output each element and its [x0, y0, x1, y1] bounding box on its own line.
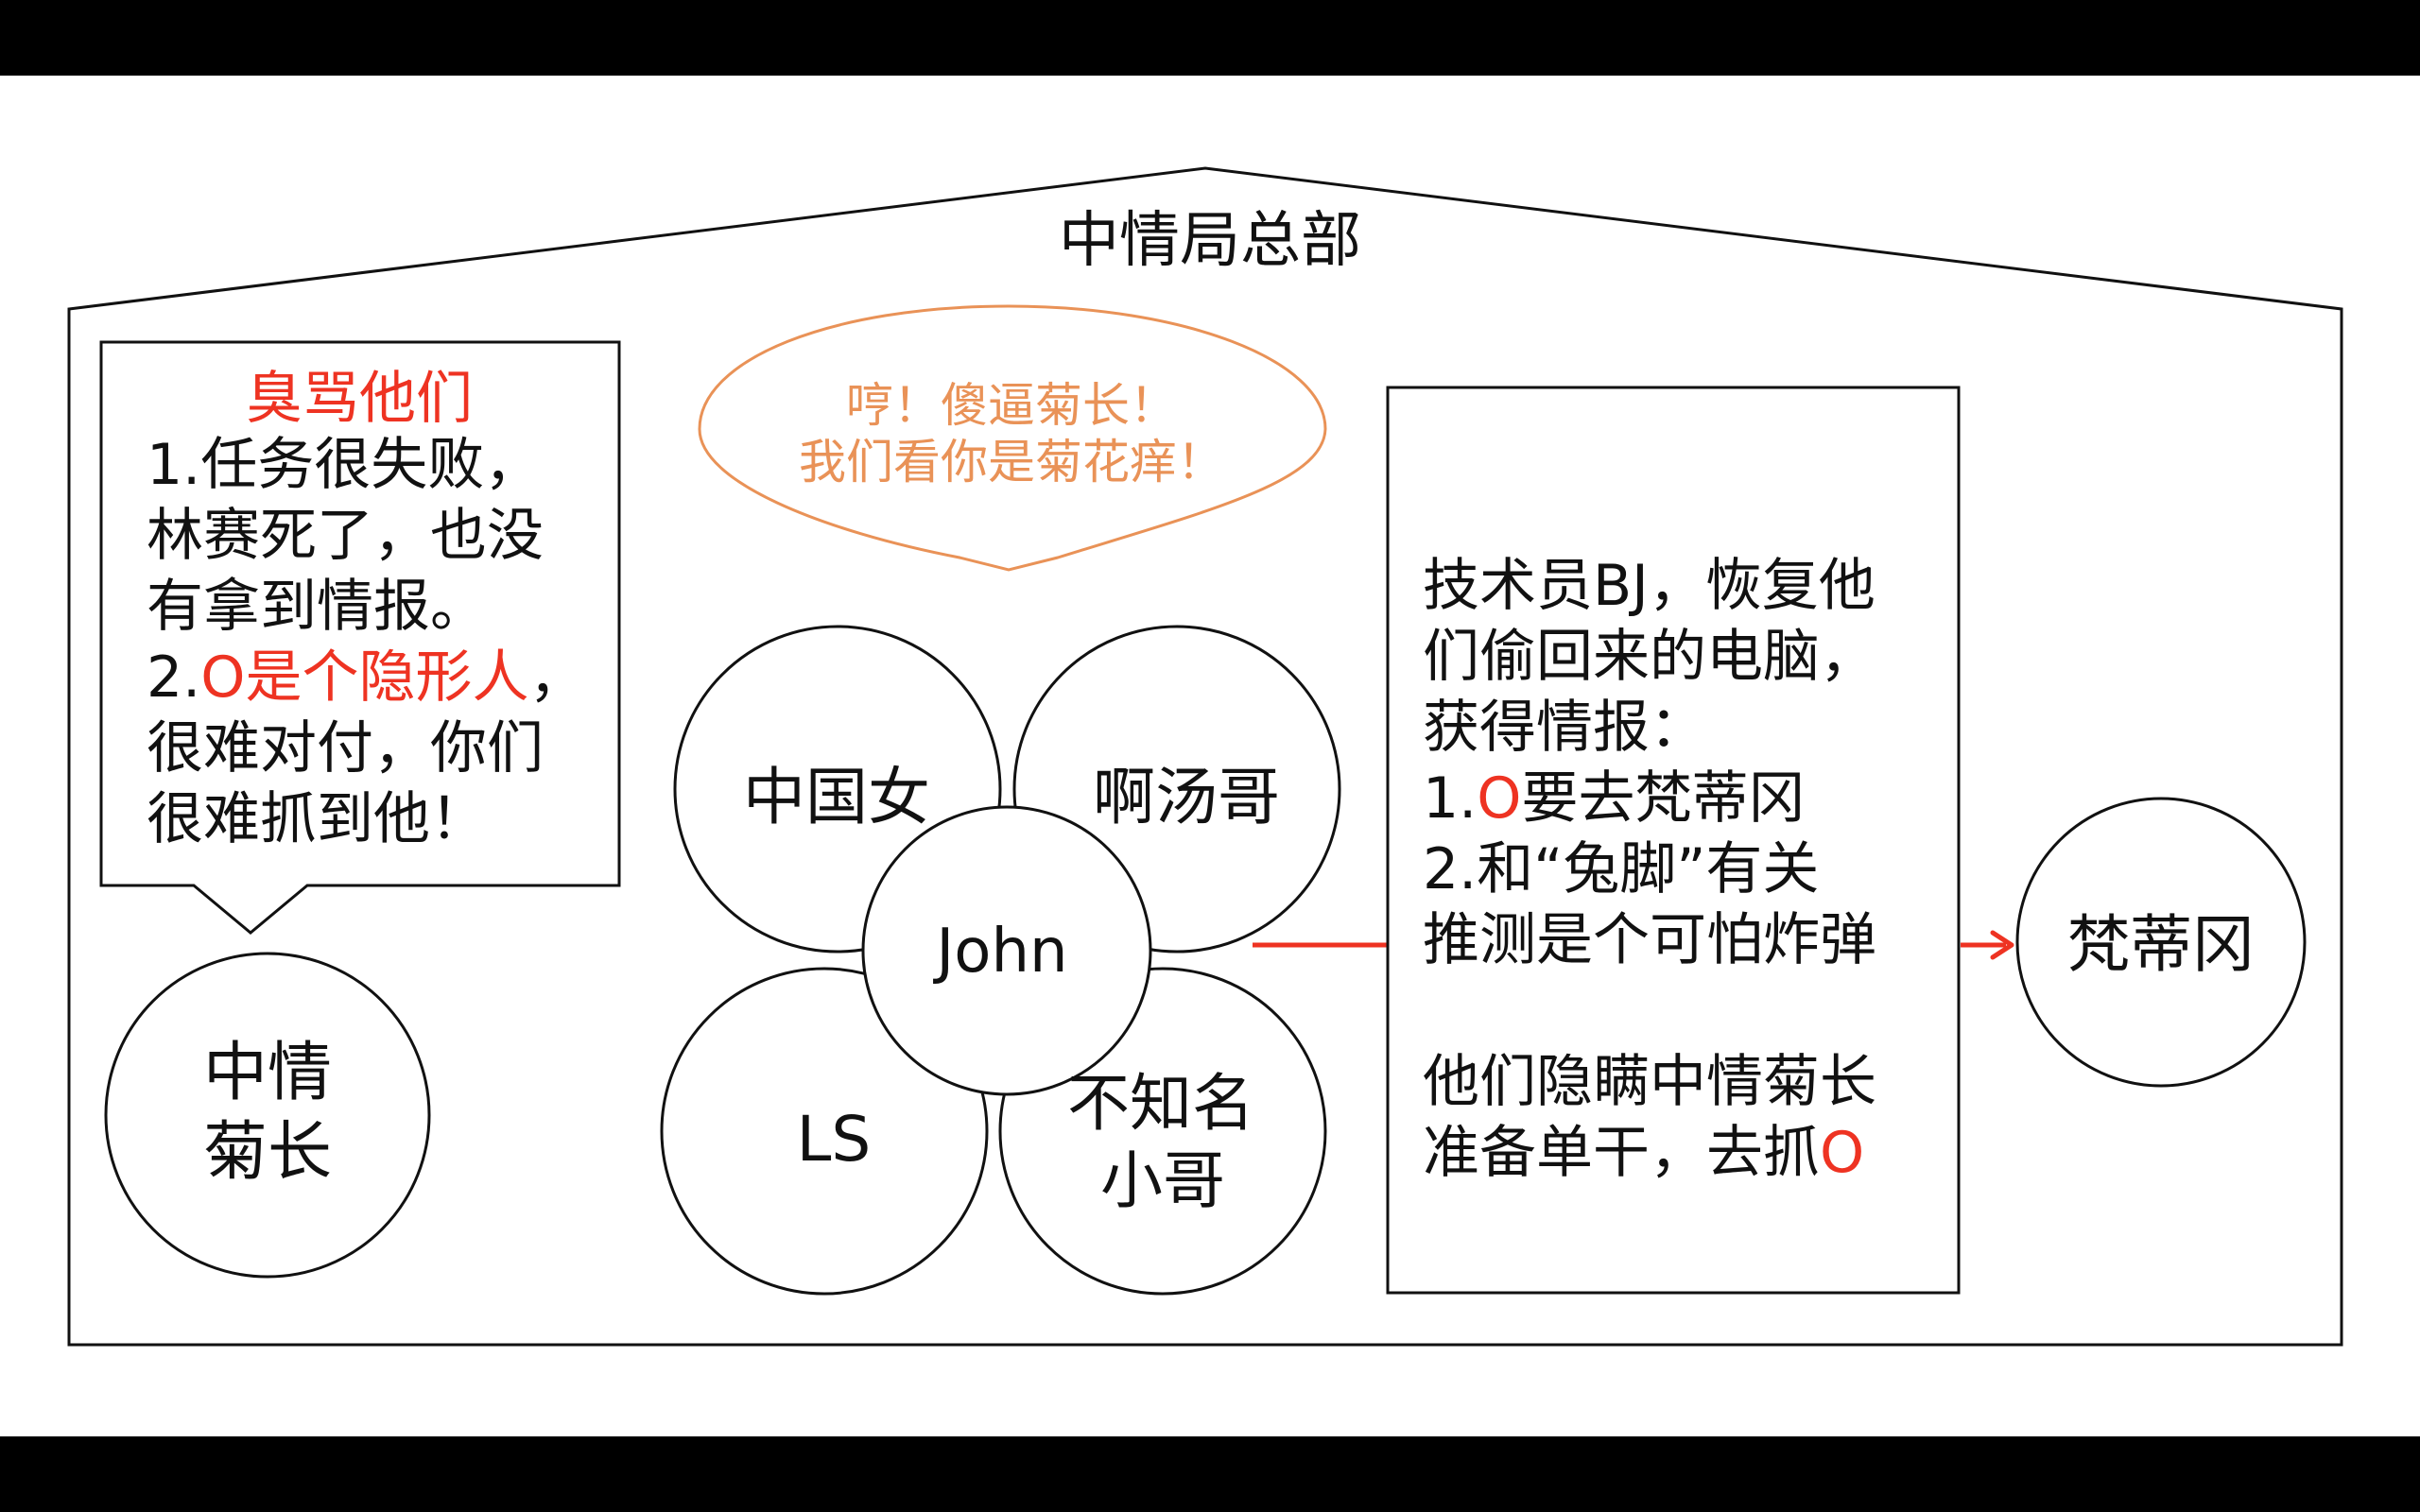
right-note-line: 推测是个可怕炸弹 [1423, 907, 1876, 973]
left-note-line: 有拿到情报。 [147, 574, 487, 640]
destination-label: 梵蒂冈 [2067, 908, 2255, 981]
destination-circle [2015, 797, 2307, 1088]
right-note-number: 1. [1423, 765, 1477, 832]
team-label-ls: LS [797, 1103, 872, 1176]
right-note-line: 2.和“兔脚”有关 [1423, 836, 1819, 902]
team-label-john: John [932, 917, 1067, 987]
chief-circle [104, 952, 431, 1279]
right-note-action: 准备单干，去抓 [1423, 1120, 1820, 1186]
right-note-line: 准备单干，去抓O [1423, 1120, 1864, 1186]
right-note-box [1386, 386, 1961, 1295]
left-note-callout [99, 340, 621, 935]
slide-canvas: 中情局总部 臭骂他们 1.任务很失败， 林赛死了，也没 有拿到情报。 2.O是个… [0, 76, 2420, 1436]
speech-bubble [698, 304, 1327, 572]
left-note-line: 2.O是个隐形人， [147, 644, 585, 711]
right-note-line: 获得情报： [1423, 695, 1706, 761]
left-note-line: 很难抓到他！ [147, 786, 487, 852]
right-note-line: 们偷回来的电脑， [1423, 624, 1876, 690]
left-note-line: 1.任务很失败， [147, 432, 541, 498]
chief-circle-label: 中情 [203, 1036, 332, 1110]
speech-bubble-text: 我们看你是菊花痒！ [799, 435, 1224, 490]
team-label-unknown: 小哥 [1100, 1144, 1225, 1217]
diagram-svg: 中情局总部 臭骂他们 1.任务很失败， 林赛死了，也没 有拿到情报。 2.O是个… [67, 166, 2343, 1347]
right-note-destination: 要去梵蒂冈 [1521, 765, 1805, 832]
right-note-emphasis: O [1820, 1120, 1864, 1186]
left-note-emphasis: O是个隐形人 [200, 644, 528, 711]
team-label-unknown: 不知名 [1067, 1067, 1254, 1140]
arrow-head [1990, 930, 2014, 960]
left-note-punctuation: ， [528, 644, 585, 711]
house-outline [67, 166, 2343, 1347]
house-title: 中情局总部 [1059, 206, 1361, 276]
left-note-number: 2. [147, 644, 200, 711]
speech-bubble-text: 哼！傻逼菊长！ [846, 378, 1177, 433]
right-note-line: 1.O要去梵蒂冈 [1423, 765, 1805, 832]
team-label-tang-ge: 啊汤哥 [1093, 761, 1280, 833]
right-note-emphasis: O [1477, 765, 1521, 832]
chief-circle-label: 菊长 [203, 1115, 332, 1190]
left-note-line: 很难对付，你们 [147, 715, 544, 782]
right-note-line: 技术员BJ，恢复他 [1423, 553, 1876, 619]
left-note-heading: 臭骂他们 [246, 366, 473, 432]
right-note-line: 他们隐瞒中情菊长 [1423, 1049, 1876, 1115]
team-circle-john [861, 805, 1152, 1096]
team-label-chinese-girl: 中国女 [743, 761, 930, 833]
left-note-line: 林赛死了，也没 [147, 503, 544, 569]
